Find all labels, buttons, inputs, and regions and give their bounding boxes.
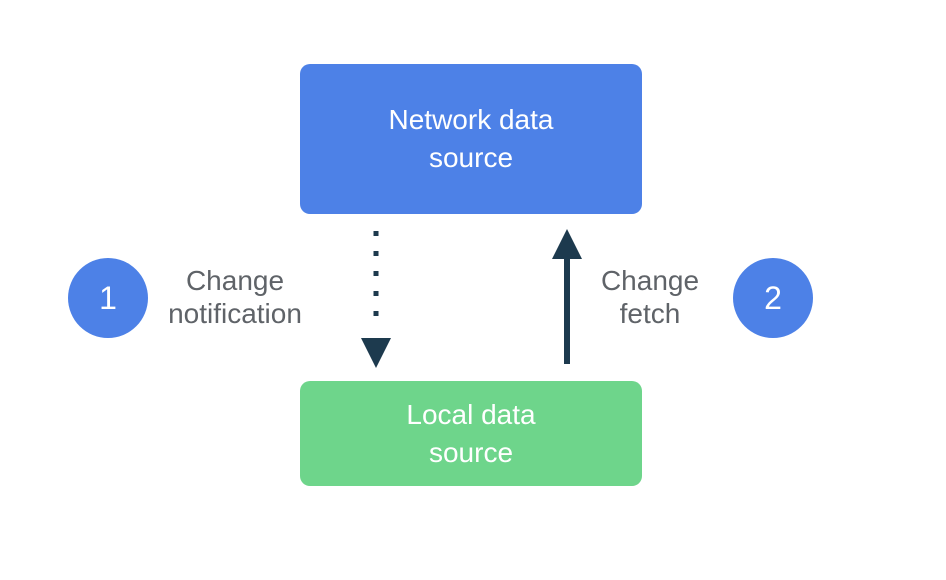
step-2-badge: 2 (733, 258, 813, 338)
change-fetch-label: Change fetch (600, 265, 700, 329)
local-data-source-node: Local data source (300, 381, 642, 486)
network-data-source-label: Network data source (388, 104, 554, 173)
step-2-number: 2 (764, 279, 782, 316)
change-notification-label: Change notification (168, 265, 302, 329)
network-data-source-node: Network data source (300, 64, 642, 214)
step-1-number: 1 (99, 279, 117, 316)
step-1-badge: 1 (68, 258, 148, 338)
local-data-source-label: Local data source (406, 398, 536, 468)
